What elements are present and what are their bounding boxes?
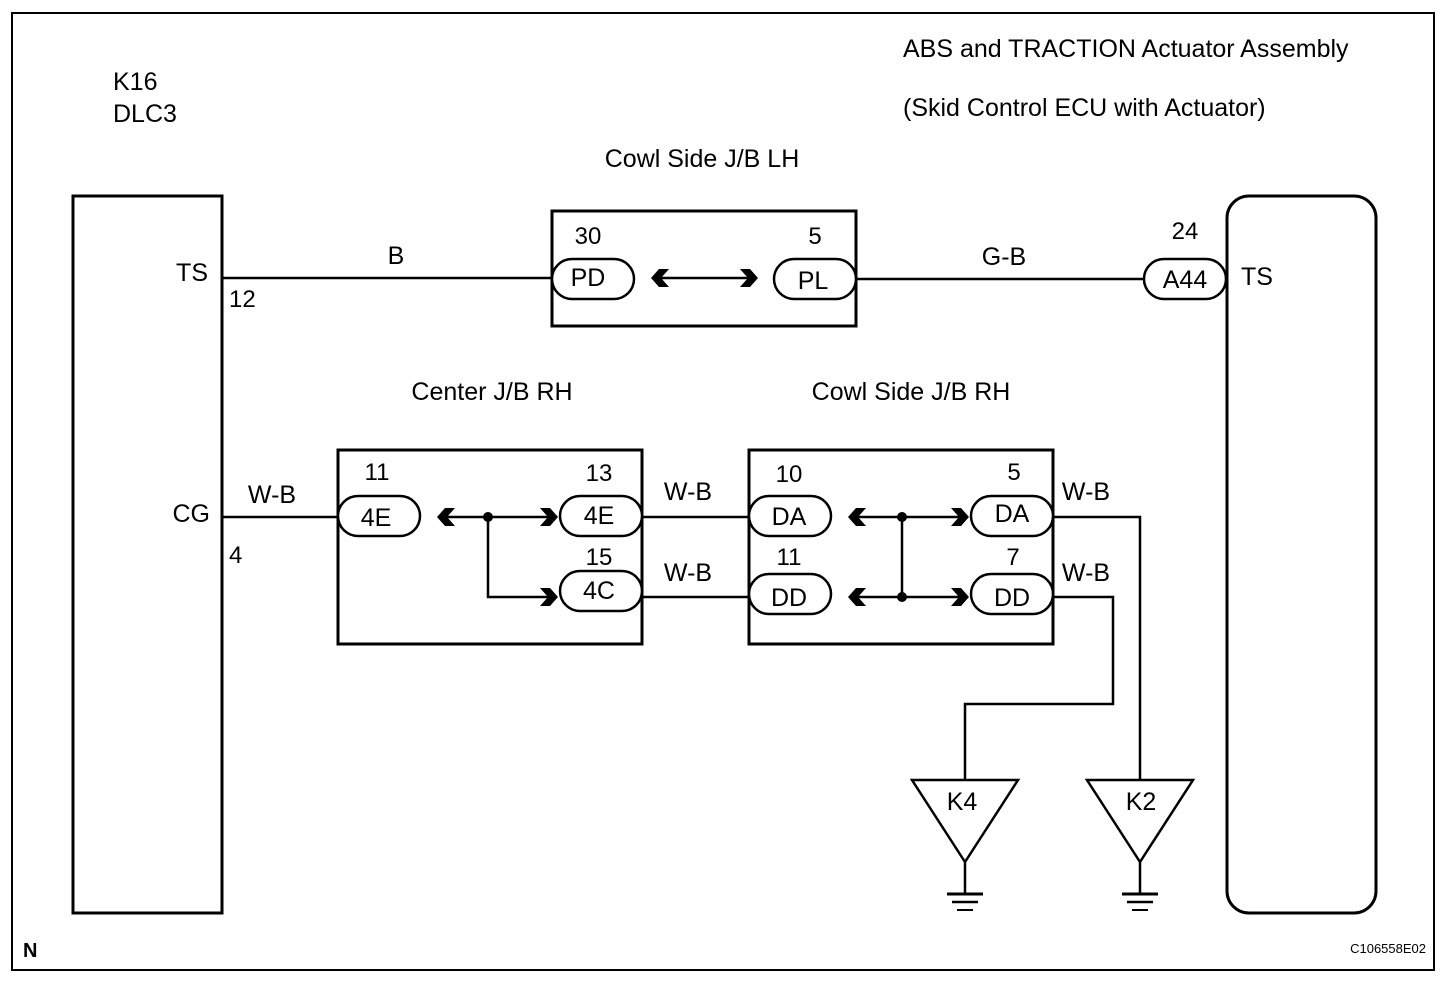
wire-cg-to-4e-label: W-B bbox=[248, 481, 296, 509]
center-rh-label: Center J/B RH bbox=[411, 378, 572, 406]
wire-da-out-label: W-B bbox=[1062, 478, 1110, 506]
rh-splice-dot-bottom bbox=[897, 592, 907, 602]
ground-k4-symbol-icon bbox=[947, 862, 983, 911]
actuator-pin-ts-name: TS bbox=[1241, 263, 1273, 291]
figure-code: C106558E02 bbox=[1350, 941, 1426, 956]
pd-connector-code: PD bbox=[571, 264, 606, 292]
rh-right-top-connector-code: DA bbox=[995, 500, 1030, 528]
crh-left-connector bbox=[336, 494, 422, 538]
ground-k4-triangle bbox=[909, 778, 1021, 865]
actuator-subtitle: (Skid Control ECU with Actuator) bbox=[903, 94, 1266, 122]
dlc3-pin-cg-number: 4 bbox=[229, 542, 242, 569]
actuator-title: ABS and TRACTION Actuator Assembly bbox=[903, 35, 1349, 63]
a44-connector bbox=[1142, 257, 1228, 301]
rh-right-bottom-connector-code: DD bbox=[994, 584, 1030, 612]
crh-left-connector-code: 4E bbox=[361, 504, 392, 532]
wire-da-to-k2 bbox=[1053, 515, 1142, 862]
cowl-lh-label: Cowl Side J/B LH bbox=[605, 145, 800, 173]
wire-dd-out-label: W-B bbox=[1062, 559, 1110, 587]
dlc3-code: K16 bbox=[113, 68, 157, 96]
dlc3-name: DLC3 bbox=[113, 100, 177, 128]
rh-right-bottom-connector bbox=[969, 572, 1055, 616]
crh-right-bottom-connector-code: 4C bbox=[583, 577, 615, 605]
ground-k4-label: K4 bbox=[947, 788, 978, 816]
pl-pin-number: 5 bbox=[808, 223, 821, 250]
wire-pl-to-a44-label: G-B bbox=[982, 243, 1026, 271]
rh-left-bottom-connector-code: DD bbox=[771, 584, 807, 612]
crh-left-pin-number: 11 bbox=[365, 459, 390, 486]
rh-right-bottom-pin-number: 7 bbox=[1006, 544, 1019, 571]
pl-connector-code: PL bbox=[798, 267, 829, 295]
dlc3-pin-ts-number: 12 bbox=[229, 286, 256, 313]
pd-pin-number: 30 bbox=[575, 223, 602, 250]
crh-right-top-pin-number: 13 bbox=[586, 460, 613, 487]
cowl-rh-label: Cowl Side J/B RH bbox=[812, 378, 1011, 406]
wire-dd-to-k4 bbox=[963, 595, 1115, 862]
crh-right-top-connector-code: 4E bbox=[584, 502, 615, 530]
actuator-body bbox=[1225, 194, 1378, 915]
wire-crh-internal-branch bbox=[486, 517, 554, 599]
corner-mark: N bbox=[23, 940, 37, 962]
pd-connector bbox=[550, 257, 636, 301]
rh-left-top-pin-number: 10 bbox=[776, 461, 803, 488]
dlc3-pin-cg-name: CG bbox=[173, 500, 211, 528]
rh-splice-dot-top bbox=[897, 512, 907, 522]
rh-left-bottom-pin-number: 11 bbox=[777, 544, 802, 571]
a44-connector-code: A44 bbox=[1163, 266, 1208, 294]
crh-right-bottom-pin-number: 15 bbox=[586, 544, 613, 571]
a44-pin-number: 24 bbox=[1172, 218, 1199, 245]
outer-frame bbox=[11, 12, 1435, 971]
dlc3-connector-body bbox=[71, 194, 224, 915]
ground-k2-symbol-icon bbox=[1122, 862, 1158, 911]
rh-left-top-connector-code: DA bbox=[772, 503, 807, 531]
rh-left-top-connector bbox=[747, 494, 833, 538]
rh-left-bottom-connector bbox=[747, 572, 833, 616]
ground-k2-triangle bbox=[1084, 778, 1196, 865]
ground-k2-label: K2 bbox=[1126, 788, 1157, 816]
crh-right-bottom-connector bbox=[558, 569, 644, 613]
dlc3-pin-ts-name: TS bbox=[176, 259, 208, 287]
wire-4c-to-dd-label: W-B bbox=[664, 559, 712, 587]
rh-right-top-pin-number: 5 bbox=[1007, 459, 1020, 486]
wire-ts-to-pd-label: B bbox=[388, 242, 405, 270]
wire-4e-to-da-label: W-B bbox=[664, 478, 712, 506]
